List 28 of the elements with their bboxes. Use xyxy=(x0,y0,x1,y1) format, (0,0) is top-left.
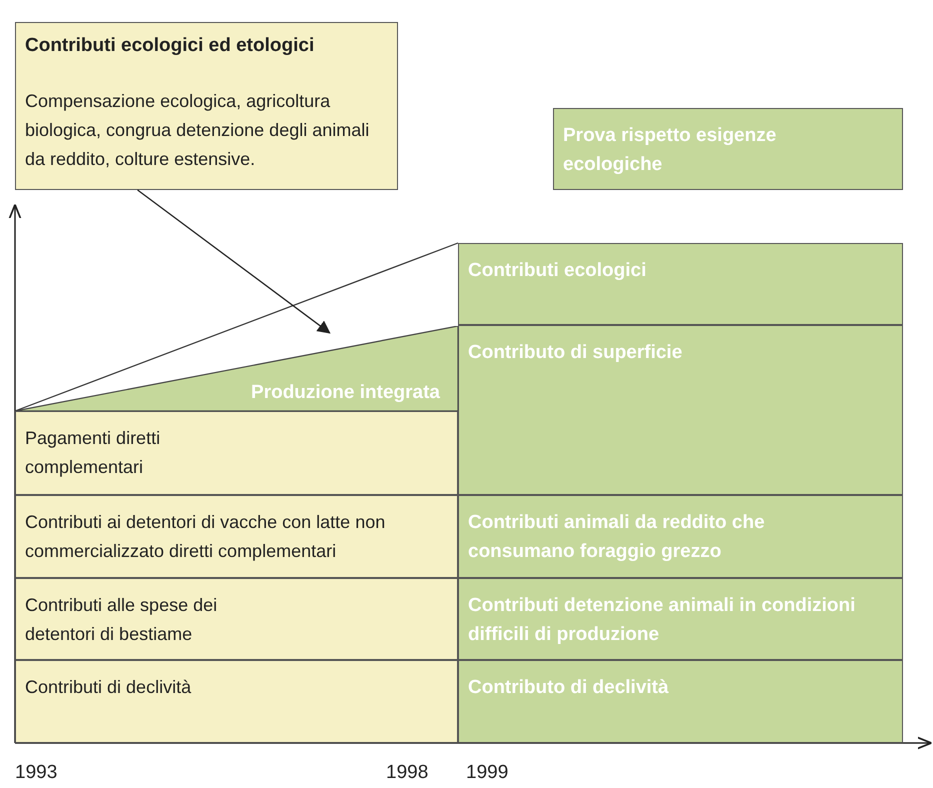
info-box xyxy=(15,22,398,190)
year-label: 1998 xyxy=(386,762,428,784)
contribution-box xyxy=(458,660,903,743)
box-label: Contributi alle spese dei detentori di bestiame xyxy=(25,594,218,646)
contribution-box xyxy=(458,578,903,660)
requirement-box xyxy=(553,108,903,190)
box-label: Contributi detenzione animali in condizioni difficili di produzione xyxy=(468,594,856,647)
year-label: 1993 xyxy=(15,762,58,784)
year-label: 1999 xyxy=(466,762,508,784)
contribution-box xyxy=(15,578,458,660)
box-label: Pagamenti diretti complementari xyxy=(25,427,162,479)
arrow xyxy=(137,189,331,334)
contribution-box xyxy=(15,495,458,578)
wedge-band xyxy=(15,326,458,411)
box-label: Contributi di declività xyxy=(25,676,192,699)
contribution-box xyxy=(458,495,903,578)
contribution-box xyxy=(15,660,458,743)
contribution-box xyxy=(15,411,458,495)
box-label: Contributo di declività xyxy=(468,676,670,700)
contribution-box xyxy=(458,243,903,325)
box-label: Contributi ai detentori di vacche con latte non commercializzato diretti complementari xyxy=(25,511,386,563)
box-heading: Contributi ecologici ed etologici xyxy=(25,34,314,58)
band-label: Produzione integrata xyxy=(251,381,440,405)
box-label: Prova rispetto esigenze ecologiche xyxy=(563,124,778,177)
box-label: Contributo di superficie xyxy=(468,341,684,365)
box-label: Contributi animali da reddito che consumano foraggio grezzo xyxy=(468,511,766,564)
box-label: Contributi ecologici xyxy=(468,259,648,283)
box-text: Compensazione ecologica, agricoltura biologica, congrua detenzione degli animali da reddito, colture estensive. xyxy=(25,90,370,171)
